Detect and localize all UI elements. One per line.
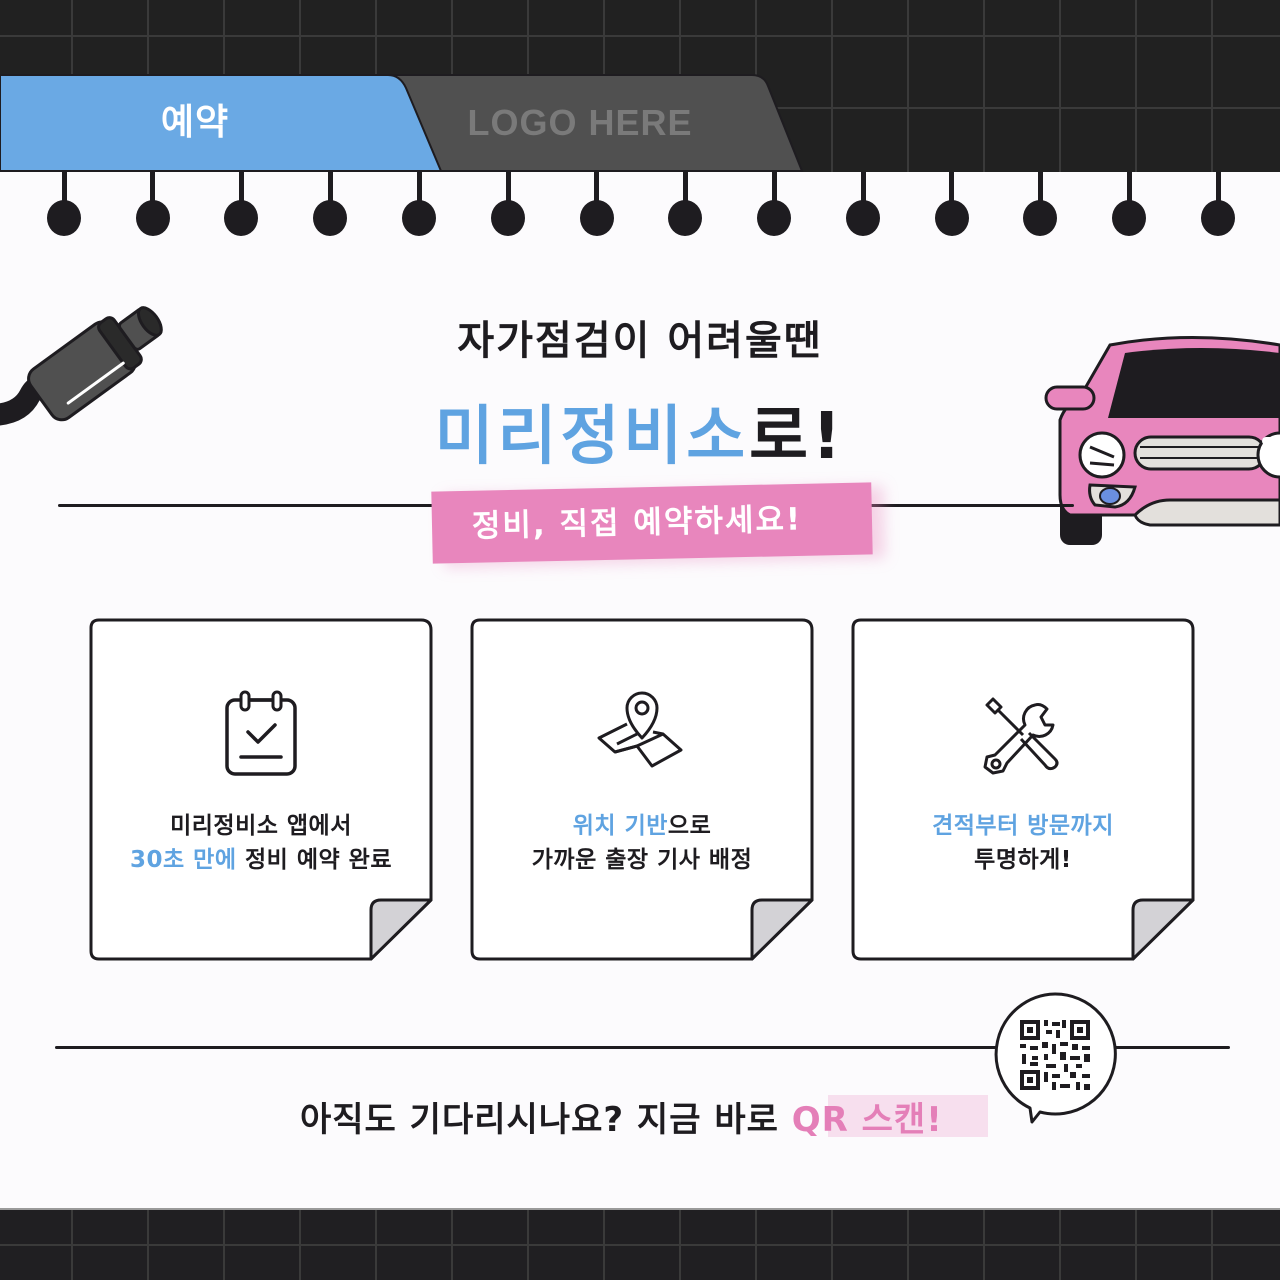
feature-card-estimate: 견적부터 방문까지 투명하게!: [851, 618, 1195, 961]
header-tabs: 예약 LOGO HERE: [0, 74, 820, 172]
hero-headline: 미리정비소로!: [0, 385, 1280, 477]
pink-car-illustration: [1044, 336, 1280, 545]
divider-line-left: [58, 504, 434, 507]
card-text-line1: 견적부터 방문까지: [851, 806, 1195, 840]
hero-subheadline: 자가점검이 어려울땐: [457, 318, 823, 364]
card-text: 미리정비소 앱에서: [170, 813, 352, 839]
card-text-line1: 위치 기반으로: [470, 806, 814, 840]
tab-reservation[interactable]: 예약: [160, 102, 230, 143]
wrench-screwdriver-icon: [983, 697, 1059, 775]
divider-line-right: [844, 504, 1074, 507]
cta-qr-scan[interactable]: QR 스캔!: [791, 1100, 943, 1140]
card-text: 가까운 출장 기사 배정: [531, 847, 753, 873]
footer-divider: [55, 1046, 1230, 1049]
card-text-highlight: 위치 기반: [572, 813, 668, 839]
map-location-icon: [597, 691, 683, 768]
headline-suffix: 로!: [749, 400, 846, 474]
card-text: 으로: [667, 813, 712, 839]
brand-name: 미리정비소: [434, 400, 750, 474]
footer-cta: 아직도 기다리시나요? 지금 바로 QR 스캔!: [300, 1092, 1000, 1140]
card-text-line1: 미리정비소 앱에서: [89, 806, 433, 840]
card-text-highlight: 견적부터 방문까지: [932, 813, 1114, 839]
qr-code-icon: [1020, 1020, 1090, 1090]
cta-text: 아직도 기다리시나요? 지금 바로: [300, 1100, 792, 1140]
card-frame: [89, 618, 433, 961]
calendar-check-icon: [225, 690, 297, 776]
cta-badge-text: 정비, 직접 예약하세요!: [471, 501, 803, 545]
logo-placeholder: LOGO HERE: [467, 102, 693, 143]
footer-band: [0, 1208, 1280, 1280]
card-text-line2: 30초 만에 정비 예약 완료: [89, 840, 433, 874]
card-frame: [470, 618, 814, 961]
tab-shapes: [0, 74, 804, 172]
binder-rings: [47, 172, 1235, 236]
card-text-line2: 가까운 출장 기사 배정: [470, 840, 814, 874]
qr-code-bubble[interactable]: [990, 990, 1120, 1125]
card-text: 투명하게!: [974, 847, 1072, 873]
card-text-highlight: 30초 만에: [130, 847, 237, 873]
card-frame: [851, 618, 1195, 961]
feature-card-booking: 미리정비소 앱에서 30초 만에 정비 예약 완료: [89, 618, 433, 961]
muffler-exhaust-illustration: [0, 306, 163, 426]
card-text-line2: 투명하게!: [851, 840, 1195, 874]
cta-highlight-bg: [828, 1095, 988, 1137]
card-text: 정비 예약 완료: [236, 847, 392, 873]
feature-card-location: 위치 기반으로 가까운 출장 기사 배정: [470, 618, 814, 961]
